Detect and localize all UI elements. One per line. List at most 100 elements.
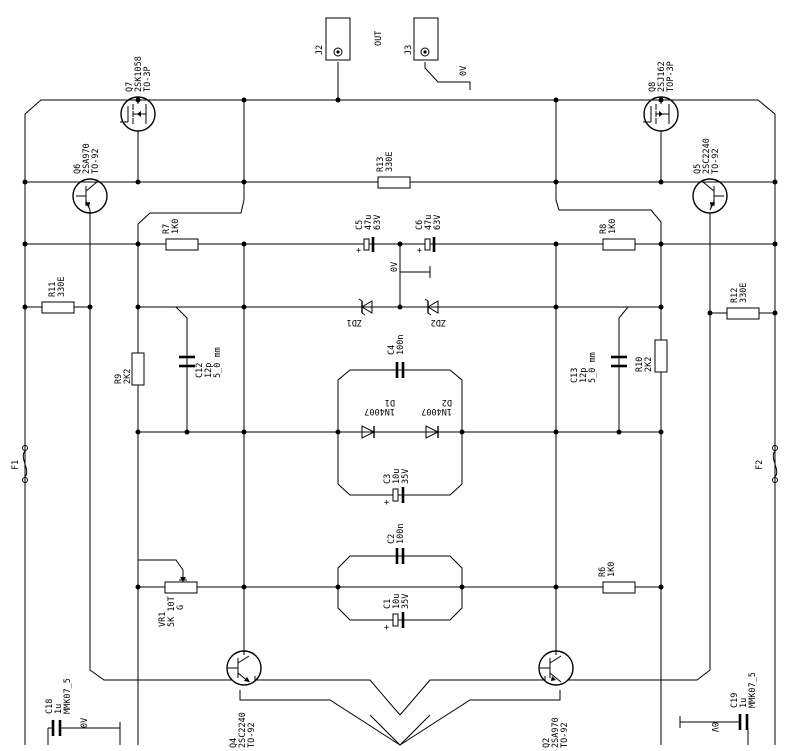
capacitor-c5-rating: 63V bbox=[373, 215, 383, 230]
zener-zd1-ref: ZD1 bbox=[347, 317, 362, 327]
connector-j3-ref: J3 bbox=[404, 45, 414, 55]
transistor-q5-part: 2SC2240 bbox=[702, 138, 712, 174]
resistor-r12-ref: R12 bbox=[730, 288, 740, 303]
resistor-r13: R13 330E bbox=[376, 152, 411, 189]
capacitor-c18-rating: MMK07_5 bbox=[63, 678, 73, 714]
resistor-r9-value: 2K2 bbox=[123, 369, 133, 384]
capacitor-c12: C12 12p 5_0 mm bbox=[179, 347, 223, 378]
diode-d1-ref: D1 bbox=[385, 397, 395, 407]
capacitor-c18-ref: C18 bbox=[45, 699, 55, 714]
capacitor-c12-ref: C12 bbox=[195, 363, 205, 378]
ground-label-left: 0V bbox=[80, 718, 90, 728]
capacitor-c1: + C1 10u 35V bbox=[383, 594, 411, 633]
ground-label-mid: 0V bbox=[390, 262, 400, 272]
fuse-f1-ref: F1 bbox=[11, 460, 21, 470]
capacitor-c18: C18 1u MMK07_5 bbox=[45, 678, 73, 736]
transistor-q7: Q7 2SK1058 TO-3P bbox=[120, 56, 156, 182]
resistor-r9-ref: R9 bbox=[114, 374, 124, 384]
capacitor-c19: C19 1u MMK07_5 bbox=[730, 672, 758, 730]
trimmer-vr1-suffix: G bbox=[176, 605, 186, 610]
capacitor-c12-rating: 5_0 mm bbox=[213, 347, 223, 378]
fuse-f2-ref: F2 bbox=[755, 460, 765, 470]
resistor-r7-value: 1K0 bbox=[171, 219, 181, 234]
transistor-q8-package: TOP-3P bbox=[666, 61, 676, 92]
transistor-q7-package: TO-3P bbox=[143, 66, 153, 92]
svg-text:+: + bbox=[417, 246, 422, 256]
capacitor-c5-value: 47u bbox=[364, 215, 374, 230]
resistor-r7-ref: R7 bbox=[162, 224, 172, 234]
capacitor-c6-ref: C6 bbox=[415, 220, 425, 230]
capacitor-c13: C13 12p 5_0 mm bbox=[570, 352, 627, 383]
junction-dots bbox=[22, 97, 778, 590]
resistor-r6-value: 1K0 bbox=[607, 562, 617, 577]
diode-d1: D1 1N4007 bbox=[361, 397, 395, 439]
capacitor-c1-rating: 35V bbox=[401, 594, 411, 609]
capacitor-c4: C4 100n bbox=[387, 335, 406, 378]
capacitor-c19-value: 1u bbox=[739, 698, 749, 708]
resistor-r7: R7 1K0 bbox=[162, 219, 199, 251]
resistor-r13-ref: R13 bbox=[376, 157, 386, 172]
capacitor-c2: C2 100n bbox=[387, 524, 406, 564]
transistor-q4-part: 2SC2240 bbox=[238, 712, 248, 748]
connector-j2: J2 bbox=[315, 17, 351, 61]
svg-text:+: + bbox=[356, 246, 361, 256]
transistor-q4-ref: Q4 bbox=[229, 738, 239, 748]
transistor-q4-package: TO-92 bbox=[247, 722, 257, 748]
capacitor-c5: + C5 47u 63V bbox=[355, 215, 383, 256]
capacitor-c1-value: 10u bbox=[392, 594, 402, 609]
transistor-q2: Q2 2SA970 TO-92 bbox=[538, 650, 574, 748]
transistor-q8-part: 2SJ162 bbox=[657, 61, 667, 92]
resistor-r6-ref: R6 bbox=[598, 567, 608, 577]
trimmer-vr1-value: 5K 10T bbox=[167, 596, 177, 627]
transistor-q2-package: TO-92 bbox=[560, 722, 570, 748]
capacitor-c3-value: 10u bbox=[392, 469, 402, 484]
resistor-r8-value: 1K0 bbox=[608, 219, 618, 234]
capacitor-c6-value: 47u bbox=[424, 215, 434, 230]
capacitor-c6: + C6 47u 63V bbox=[415, 215, 443, 256]
transistor-q2-part: 2SA970 bbox=[551, 717, 561, 748]
resistor-r11-value: 330E bbox=[57, 277, 67, 297]
diode-d2: D2 1N4007 bbox=[421, 397, 452, 439]
diode-d1-part: 1N4007 bbox=[364, 406, 395, 416]
resistor-r10: R10 2K2 bbox=[635, 339, 668, 373]
transistor-q8: Q8 2SJ162 TOP-3P bbox=[643, 61, 679, 182]
svg-text:+: + bbox=[384, 498, 389, 508]
transistor-q5-package: TO-92 bbox=[711, 148, 721, 174]
trimmer-vr1: VR1 5K 10T G bbox=[158, 577, 198, 627]
resistor-r11: R11 330E bbox=[41, 277, 75, 314]
transistor-q2-ref: Q2 bbox=[542, 738, 552, 748]
transistor-q5-ref: Q5 bbox=[693, 164, 703, 174]
resistor-r10-ref: R10 bbox=[635, 357, 645, 372]
capacitor-c13-ref: C13 bbox=[570, 368, 580, 383]
capacitor-c1-ref: C1 bbox=[383, 599, 393, 609]
resistor-r13-value: 330E bbox=[385, 152, 395, 172]
capacitor-c4-value: 100n bbox=[396, 335, 406, 355]
fuse-f2: F2 bbox=[755, 445, 778, 483]
transistor-q6-part: 2SA970 bbox=[82, 143, 92, 174]
transistor-q6-package: TO-92 bbox=[91, 148, 101, 174]
capacitor-c12-value: 12p bbox=[204, 363, 214, 378]
resistor-r12-value: 330E bbox=[739, 283, 749, 303]
zener-zd2-ref: ZD2 bbox=[431, 317, 446, 327]
zener-zd1: ZD1 bbox=[347, 298, 373, 327]
capacitor-c13-value: 12p bbox=[579, 368, 589, 383]
transistor-q6-ref: Q6 bbox=[73, 164, 83, 174]
transistor-q5: Q5 2SC2240 TO-92 bbox=[692, 138, 728, 214]
capacitor-c3-ref: C3 bbox=[383, 474, 393, 484]
resistor-r10-value: 2K2 bbox=[644, 357, 654, 372]
resistor-r6: R6 1K0 bbox=[598, 562, 636, 594]
resistor-r8: R8 1K0 bbox=[599, 219, 636, 251]
capacitor-c19-ref: C19 bbox=[730, 693, 740, 708]
connector-j3: J3 bbox=[404, 17, 439, 61]
fuse-f1: F1 bbox=[11, 445, 28, 483]
capacitor-c13-rating: 5_0 mm bbox=[588, 352, 598, 383]
capacitor-c4-ref: C4 bbox=[387, 345, 397, 355]
connector-j2-ref: J2 bbox=[315, 45, 325, 55]
out-label: OUT bbox=[374, 31, 384, 46]
diode-d2-ref: D2 bbox=[442, 397, 452, 407]
ground-label-top: 0V bbox=[459, 66, 469, 76]
capacitor-c6-rating: 63V bbox=[433, 215, 443, 230]
resistor-r12: R12 330E bbox=[726, 283, 760, 320]
resistor-r9: R9 2K2 bbox=[114, 352, 145, 386]
